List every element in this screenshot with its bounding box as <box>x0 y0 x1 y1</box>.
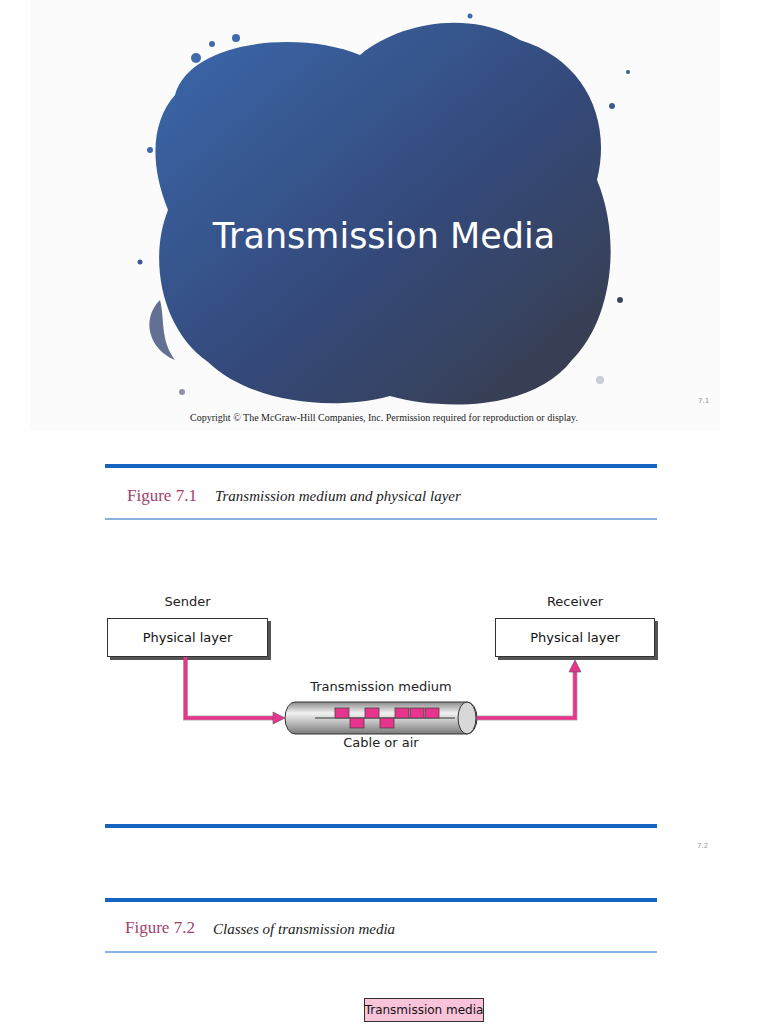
signal-pulse <box>335 708 349 718</box>
box-text: Physical layer <box>143 630 233 645</box>
arrow-shadow <box>186 657 276 718</box>
rule-thin <box>105 952 657 953</box>
physical-layer-box: Physical layer <box>495 618 655 657</box>
rule-thick <box>105 824 657 828</box>
pink-arrow <box>186 657 286 724</box>
box-text: Transmission media <box>365 1003 484 1017</box>
signal-pulse <box>410 708 424 718</box>
arrow-head <box>273 712 285 724</box>
cylinder-end <box>458 702 476 734</box>
rule-thick <box>105 464 657 468</box>
signal-pulse <box>350 718 364 728</box>
rule-thick <box>105 898 657 902</box>
arrow-line <box>186 657 276 718</box>
slide-background <box>30 0 720 430</box>
arrow-shadow <box>477 670 575 718</box>
slide-number: 7.2 <box>697 842 708 850</box>
signal-pulse <box>380 718 394 728</box>
figure-number: Figure 7.2 <box>125 918 195 938</box>
box-heading: Receiver <box>495 594 655 609</box>
box-text: Physical layer <box>530 630 620 645</box>
signal-pulse <box>395 708 409 718</box>
class-box: Transmission media <box>364 998 484 1022</box>
cylinder-body <box>285 702 477 734</box>
figure-caption: Classes of transmission media <box>213 921 395 938</box>
figure-number: Figure 7.1 <box>127 486 197 506</box>
signal-pulse <box>365 708 379 718</box>
medium-caption: Cable or air <box>265 735 497 750</box>
rule-thin <box>105 519 657 520</box>
copyright-note: Copyright © The McGraw-Hill Companies, I… <box>0 412 768 423</box>
arrow-line <box>477 670 575 718</box>
layer-node: SenderPhysical layer <box>107 594 268 657</box>
cylinder-shape <box>285 701 477 735</box>
medium-heading: Transmission medium <box>265 679 497 694</box>
figure-caption: Transmission medium and physical layer <box>215 488 461 505</box>
physical-layer-box: Physical layer <box>107 618 268 657</box>
box-heading: Sender <box>107 594 268 609</box>
slide-title: Transmission Media <box>0 216 768 256</box>
arrow-head <box>569 660 581 672</box>
slide-number: 7.1 <box>698 397 709 405</box>
medium-node: Transmission mediumCable or air <box>265 677 497 759</box>
pink-arrow <box>477 660 581 718</box>
paint-splatter <box>138 14 631 405</box>
layer-node: ReceiverPhysical layer <box>495 594 655 657</box>
signal-pulse <box>425 708 439 718</box>
